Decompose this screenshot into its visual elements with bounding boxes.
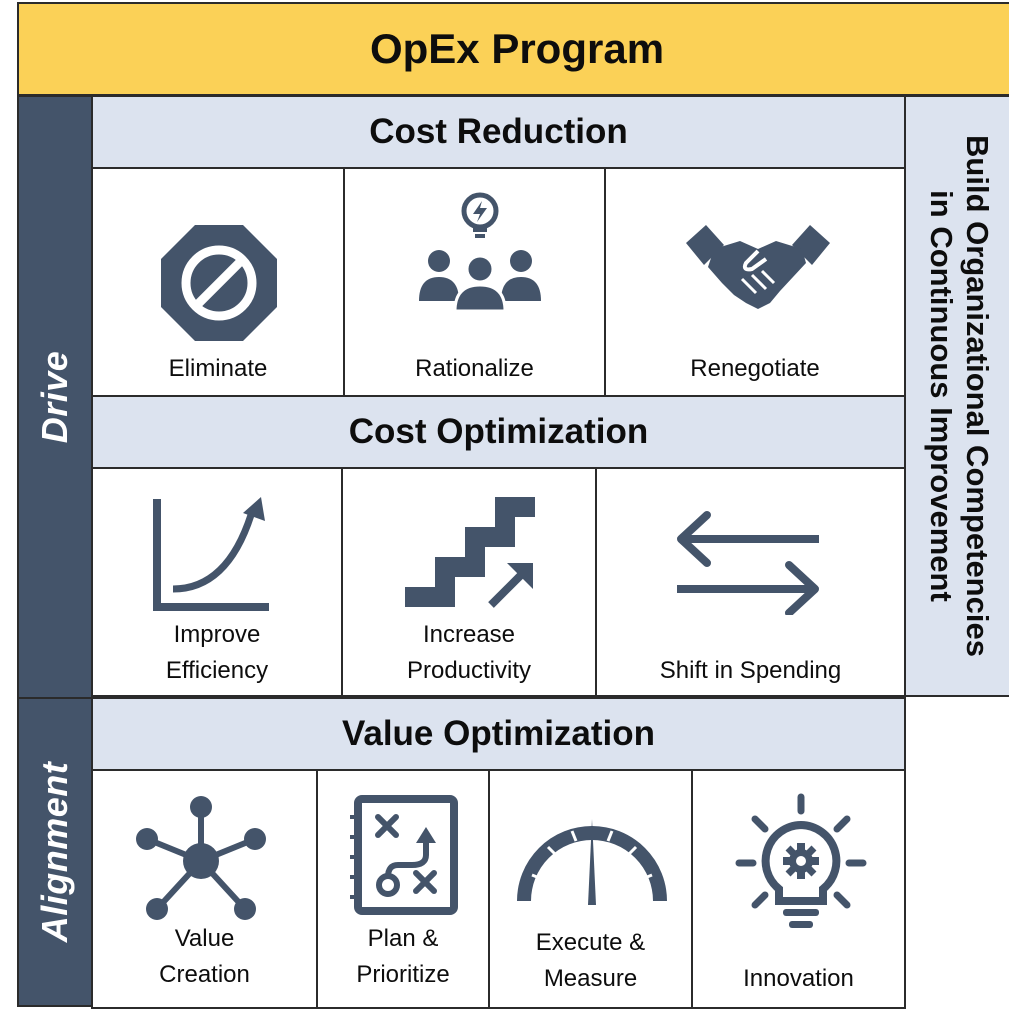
improve-efficiency-line-2: Efficiency — [165, 657, 269, 684]
improve-efficiency-line-1: Improve — [173, 621, 261, 648]
continuous-improvement-band: Build Organizational Competencies in Con… — [904, 95, 1009, 697]
increase-productivity-label: Increase Productivity — [343, 617, 595, 689]
shift-in-spending-cell: Shift in Spending — [595, 467, 906, 697]
plan-prioritize-line-2: Prioritize — [356, 961, 450, 988]
improve-efficiency-label: Improve Efficiency — [93, 617, 341, 689]
renegotiate-cell: Renegotiate — [604, 167, 906, 397]
stairs-up-icon — [405, 497, 535, 608]
value-creation-line-1: Value — [174, 925, 235, 952]
cost-reduction-header: Cost Reduction — [91, 95, 906, 169]
cost-reduction-title: Cost Reduction — [369, 112, 628, 151]
value-creation-line-2: Creation — [159, 961, 250, 988]
eliminate-label: Eliminate — [168, 355, 268, 382]
cost-optimization-title: Cost Optimization — [348, 412, 649, 451]
rationalize-cell: Rationalize — [343, 167, 606, 397]
innovation-cell: Innovation — [691, 769, 906, 1009]
innovation-label: Innovation — [743, 965, 854, 992]
continuous-improvement-line-1: Build Organizational Competencies — [960, 135, 995, 657]
alignment-band: Alignment — [17, 697, 93, 1007]
drive-label: Drive — [34, 350, 75, 444]
execute-measure-label: Execute & Measure — [490, 925, 691, 997]
plan-prioritize-line-1: Plan & — [367, 925, 439, 952]
value-creation-label: Value Creation — [93, 921, 316, 993]
increase-productivity-line-1: Increase — [422, 621, 516, 648]
growth-curve-icon — [153, 497, 269, 611]
increase-productivity-line-2: Productivity — [406, 657, 532, 684]
shift-in-spending-label: Shift in Spending — [659, 657, 842, 684]
page-title: OpEx Program — [369, 25, 665, 72]
handshake-icon — [686, 225, 830, 309]
cost-optimization-header: Cost Optimization — [91, 395, 906, 469]
alignment-label: Alignment — [34, 761, 75, 943]
execute-measure-cell: Execute & Measure — [488, 769, 693, 1009]
value-creation-cell: Value Creation — [91, 769, 318, 1009]
strategy-board-icon — [350, 795, 458, 915]
value-optimization-header: Value Optimization — [91, 697, 906, 771]
continuous-improvement-label: Build Organizational Competencies in Con… — [923, 135, 995, 657]
network-hub-icon — [136, 796, 266, 920]
title-band: OpEx Program — [17, 2, 1009, 96]
drive-band: Drive — [17, 95, 93, 699]
team-idea-icon — [419, 192, 541, 311]
improve-efficiency-cell: Improve Efficiency — [91, 467, 343, 697]
no-entry-octagon-icon — [161, 225, 277, 341]
eliminate-cell: Eliminate — [91, 167, 345, 397]
gauge-icon — [517, 819, 667, 905]
execute-measure-line-2: Measure — [543, 965, 638, 992]
lightbulb-gear-icon — [735, 793, 867, 928]
increase-productivity-cell: Increase Productivity — [341, 467, 597, 697]
plan-prioritize-label: Plan & Prioritize — [318, 921, 488, 993]
rationalize-label: Rationalize — [415, 355, 534, 382]
plan-prioritize-cell: Plan & Prioritize — [316, 769, 490, 1009]
renegotiate-label: Renegotiate — [690, 355, 820, 382]
continuous-improvement-line-2: in Continuous Improvement — [924, 190, 959, 602]
value-optimization-title: Value Optimization — [341, 714, 656, 753]
swap-arrows-icon — [677, 511, 819, 615]
execute-measure-line-1: Execute & — [535, 929, 646, 956]
